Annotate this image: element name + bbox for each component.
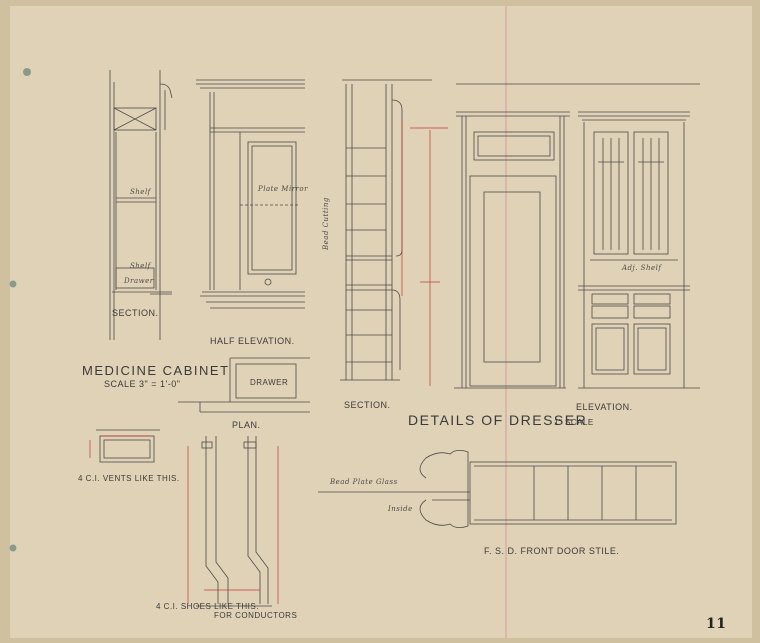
vents-label: 4 C.I. VENTS LIKE THIS. <box>78 474 180 483</box>
paper-background <box>10 6 752 638</box>
dresser-elevation-drawing <box>454 83 700 389</box>
bead-cutting-note: Bead Cutting <box>322 197 330 250</box>
half-elevation-drawing <box>196 79 305 309</box>
plan-label: PLAN. <box>232 420 261 430</box>
shoes-drawing <box>196 436 272 607</box>
shelf-note: Shelf <box>130 262 151 270</box>
conductors-label: FOR CONDUCTORS <box>214 611 298 620</box>
shelf-note: Shelf <box>130 188 151 196</box>
dresser-section-label: SECTION. <box>344 400 391 410</box>
page-number: 11 <box>706 616 727 632</box>
plan-drawing <box>178 357 310 413</box>
dresser-section-drawing <box>340 79 432 381</box>
medicine-section-drawing <box>109 70 173 340</box>
dresser-details-title: DETAILS OF DRESSER <box>408 412 588 428</box>
plate-mirror-note: Plate Mirror <box>258 185 308 193</box>
binding-hole <box>23 68 31 76</box>
elevation-label: ELEVATION. <box>576 402 633 412</box>
binding-hole <box>9 280 17 288</box>
binding-hole <box>9 544 17 552</box>
drawer-note: Drawer <box>124 277 154 285</box>
medicine-cabinet-scale: SCALE 3" = 1'-0" <box>104 379 181 389</box>
inside-note: Inside <box>388 505 413 513</box>
bead-plate-glass-note: Bead Plate Glass <box>330 478 398 486</box>
medicine-cabinet-title: MEDICINE CABINET <box>82 363 230 378</box>
adj-shelf-note: Adj. Shelf <box>622 264 662 272</box>
medicine-section-label: SECTION. <box>112 308 159 318</box>
dresser-scale: 1" SCALE <box>554 418 594 427</box>
door-stile-drawing <box>318 450 677 528</box>
paper-stain <box>10 6 752 638</box>
drawer-label: DRAWER <box>250 378 289 387</box>
door-stile-label: F. S. D. FRONT DOOR STILE. <box>484 546 620 556</box>
shoes-label: 4 C.I. SHOES LIKE THIS. <box>156 602 259 611</box>
half-elevation-label: HALF ELEVATION. <box>210 336 295 346</box>
